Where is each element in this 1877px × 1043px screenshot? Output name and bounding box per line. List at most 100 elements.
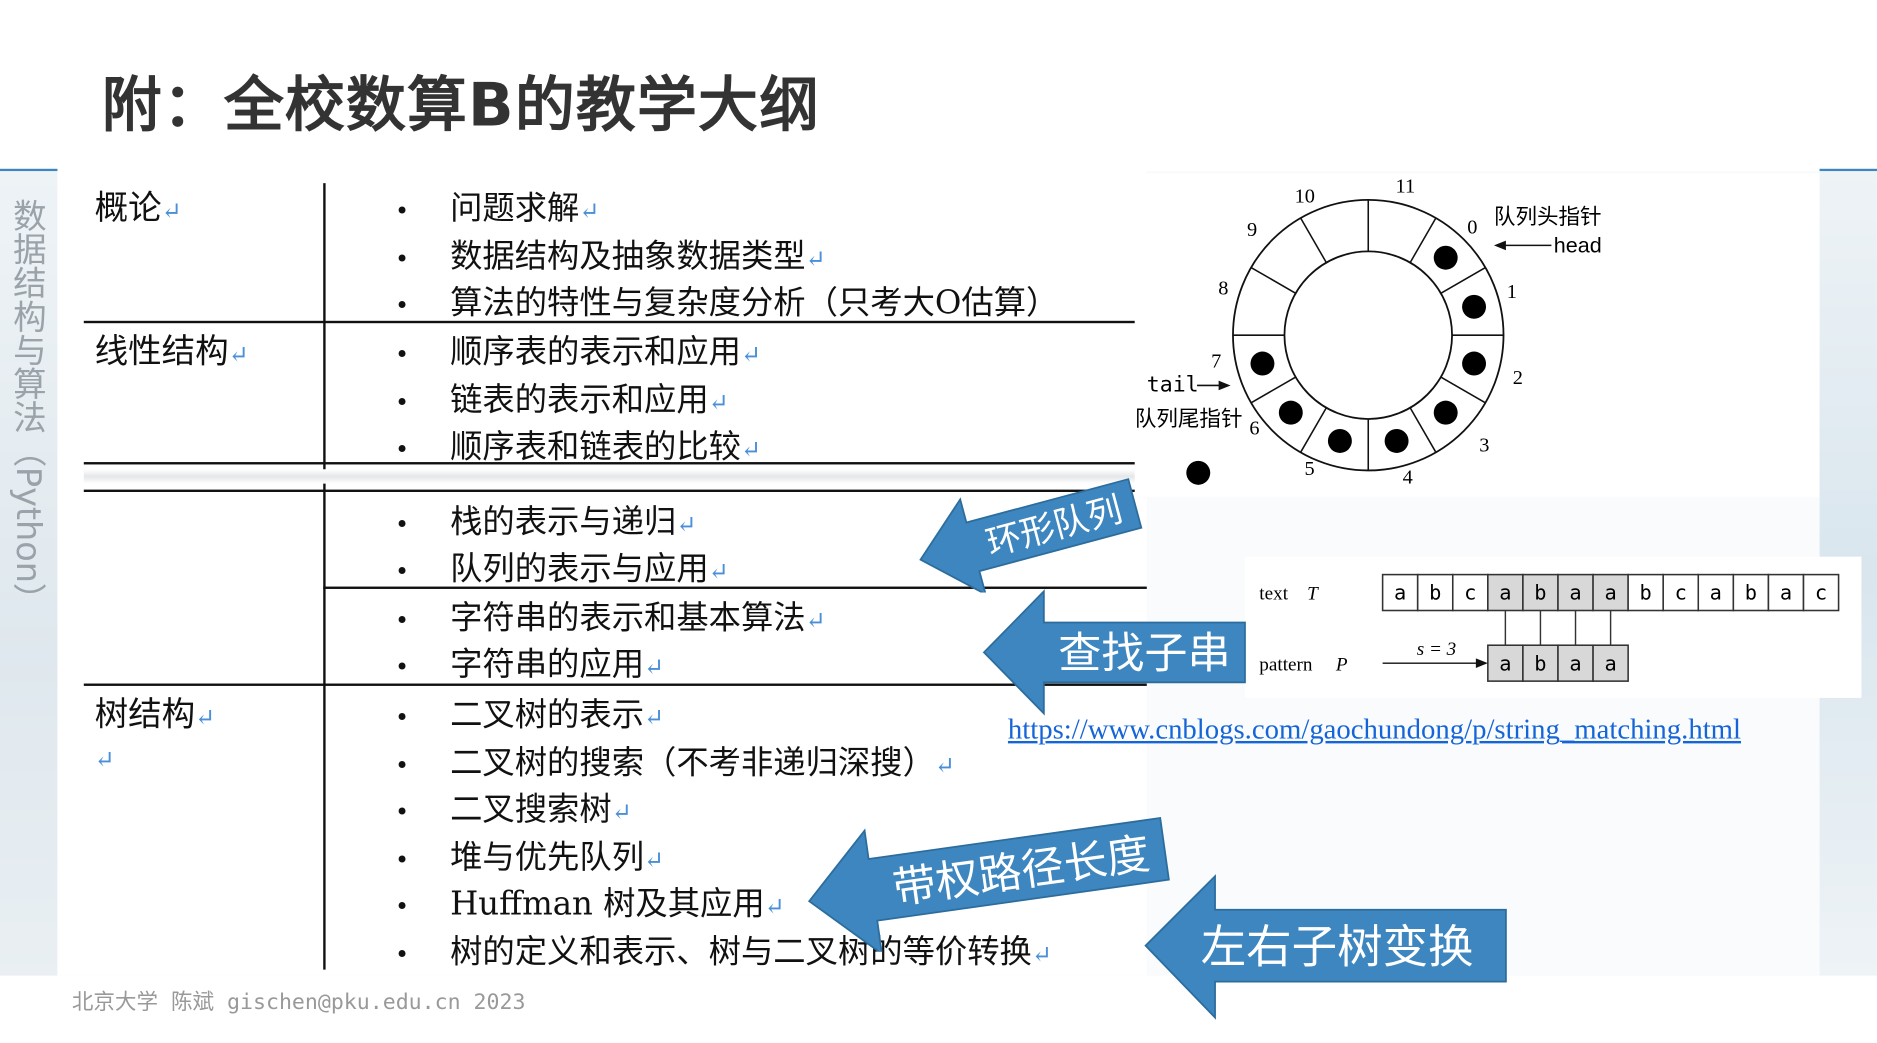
bullet: • — [395, 702, 410, 732]
bullet: • — [395, 509, 410, 539]
text-label: text — [1259, 584, 1288, 605]
slot-index-label: 7 — [1211, 351, 1221, 373]
bullet: • — [395, 434, 410, 464]
syllabus-item-text: 链表的表示和应用 — [450, 381, 709, 419]
accent-line — [1819, 168, 1877, 172]
return-mark: ↵ — [611, 797, 632, 826]
queue-element — [1250, 351, 1275, 376]
slot-index-label: 3 — [1479, 434, 1489, 456]
ring-inner — [1283, 250, 1453, 420]
queue-element — [1462, 294, 1487, 319]
syllabus-item: • 栈的表示与递归↵ — [395, 496, 696, 543]
slot-index-label: 2 — [1513, 367, 1523, 389]
callout-swap-arrow: 左右子树变换 — [1144, 874, 1507, 1020]
syllabus-item-text: Huffman 树及其应用 — [450, 885, 765, 923]
syllabus-item-text: 问题求解 — [450, 190, 580, 228]
callout-queue-arrow: 环形队列 — [919, 478, 1143, 593]
text-char: c — [1464, 581, 1476, 605]
bullet: • — [395, 891, 410, 921]
text-cell — [1767, 573, 1805, 612]
text-char: b — [1429, 581, 1441, 605]
bullet: • — [395, 605, 410, 635]
queue-element — [1186, 460, 1211, 485]
syllabus-item: •二叉树的表示↵ — [395, 688, 664, 735]
pattern-var: P — [1335, 654, 1348, 675]
syllabus-item: • Huffman 树及其应用↵ — [395, 877, 785, 924]
slot-index-label: 4 — [1403, 467, 1413, 489]
callout-substring-arrow: 查找子串 — [982, 589, 1246, 716]
return-mark: ↵ — [579, 196, 600, 226]
slot-index-label: 8 — [1218, 277, 1228, 299]
syllabus-item-text: 二叉树的搜索（不考非递归深搜） — [450, 744, 935, 782]
pattern-label: pattern — [1259, 654, 1313, 675]
bullet: • — [395, 939, 410, 969]
bullet: • — [395, 750, 410, 780]
tail-pointer-cn: 队列尾指针 — [1135, 407, 1243, 432]
text-char: b — [1745, 581, 1757, 605]
pattern-char: a — [1499, 651, 1511, 675]
ring-divider — [1250, 266, 1297, 294]
queue-element — [1384, 429, 1409, 453]
pattern-char: a — [1569, 651, 1581, 675]
table-rule — [323, 586, 1147, 589]
table-rule — [83, 489, 1135, 492]
text-char: a — [1569, 581, 1581, 605]
shift-label: s = 3 — [1417, 639, 1457, 660]
ring-divider — [1299, 407, 1328, 453]
table-rule — [83, 462, 1135, 465]
pattern-cell — [1592, 644, 1629, 682]
bullet: • — [395, 556, 410, 586]
table-divider — [323, 183, 326, 970]
syllabus-item-text: 栈的表示与递归 — [450, 503, 677, 542]
return-mark: ↵ — [764, 891, 785, 921]
ring-divider — [1440, 376, 1486, 404]
return-mark: ↵ — [740, 339, 762, 369]
return-mark: ↵ — [805, 605, 826, 635]
ring-divider — [1409, 217, 1437, 264]
ring-divider — [1250, 376, 1297, 404]
return-mark: ↵ — [644, 652, 665, 682]
syllabus-item: •字符串的表示和基本算法↵ — [395, 591, 826, 638]
category-intro: 概论↵ — [94, 187, 182, 228]
slot-index-label: 11 — [1396, 176, 1416, 198]
callout-swap-label: 左右子树变换 — [1201, 920, 1474, 973]
slot-index-label: 6 — [1249, 418, 1259, 440]
bullet: • — [395, 196, 410, 226]
return-mark: ↵ — [644, 702, 665, 732]
syllabus-item: •数据结构及抽象数据类型↵ — [395, 230, 826, 277]
syllabus-item: •树的定义和表示、树与二叉树的等价转换↵ — [395, 925, 1052, 972]
pattern-char: b — [1534, 651, 1546, 675]
accent-line — [0, 168, 58, 172]
text-char: a — [1394, 581, 1406, 605]
bullet: • — [395, 797, 410, 826]
bullet: • — [395, 387, 410, 417]
queue-element — [1327, 429, 1352, 453]
ring-divider — [1409, 407, 1437, 453]
bullet: • — [395, 244, 410, 273]
table-rule — [83, 683, 1147, 686]
syllabus-item: •算法的特性与复杂度分析（只考大O估算） — [395, 277, 1058, 324]
syllabus-item-text: 堆与优先队列 — [450, 839, 645, 877]
syllabus-item: • 字符串的应用↵ — [395, 638, 664, 685]
slide-title: 附：全校数算B的教学大纲 — [101, 70, 821, 141]
table-rule — [83, 320, 1135, 324]
return-mark: ↵ — [934, 750, 955, 780]
syllabus-item-text: 数据结构及抽象数据类型 — [450, 238, 806, 276]
syllabus-item: •顺序表和链表的比较↵ — [395, 420, 761, 467]
bullet: • — [395, 845, 410, 874]
text-cell — [1662, 573, 1700, 612]
bullet: • — [395, 652, 410, 682]
pattern-char: a — [1604, 651, 1616, 675]
sidebar-course-title: 数据结构与算法（Python） — [8, 198, 48, 617]
syllabus-item: •二叉搜索树↵ — [395, 783, 632, 830]
head-pointer-cn: 队列头指针 — [1494, 205, 1602, 230]
syllabus-item-text: 字符串的应用 — [450, 646, 645, 684]
return-mark: ↵ — [676, 509, 697, 539]
reference-link[interactable]: https://www.cnblogs.com/gaochundong/p/st… — [1007, 714, 1742, 746]
ring-divider — [1440, 266, 1486, 294]
queue-element — [1462, 351, 1487, 376]
callout-substring-label: 查找子串 — [1058, 629, 1230, 679]
